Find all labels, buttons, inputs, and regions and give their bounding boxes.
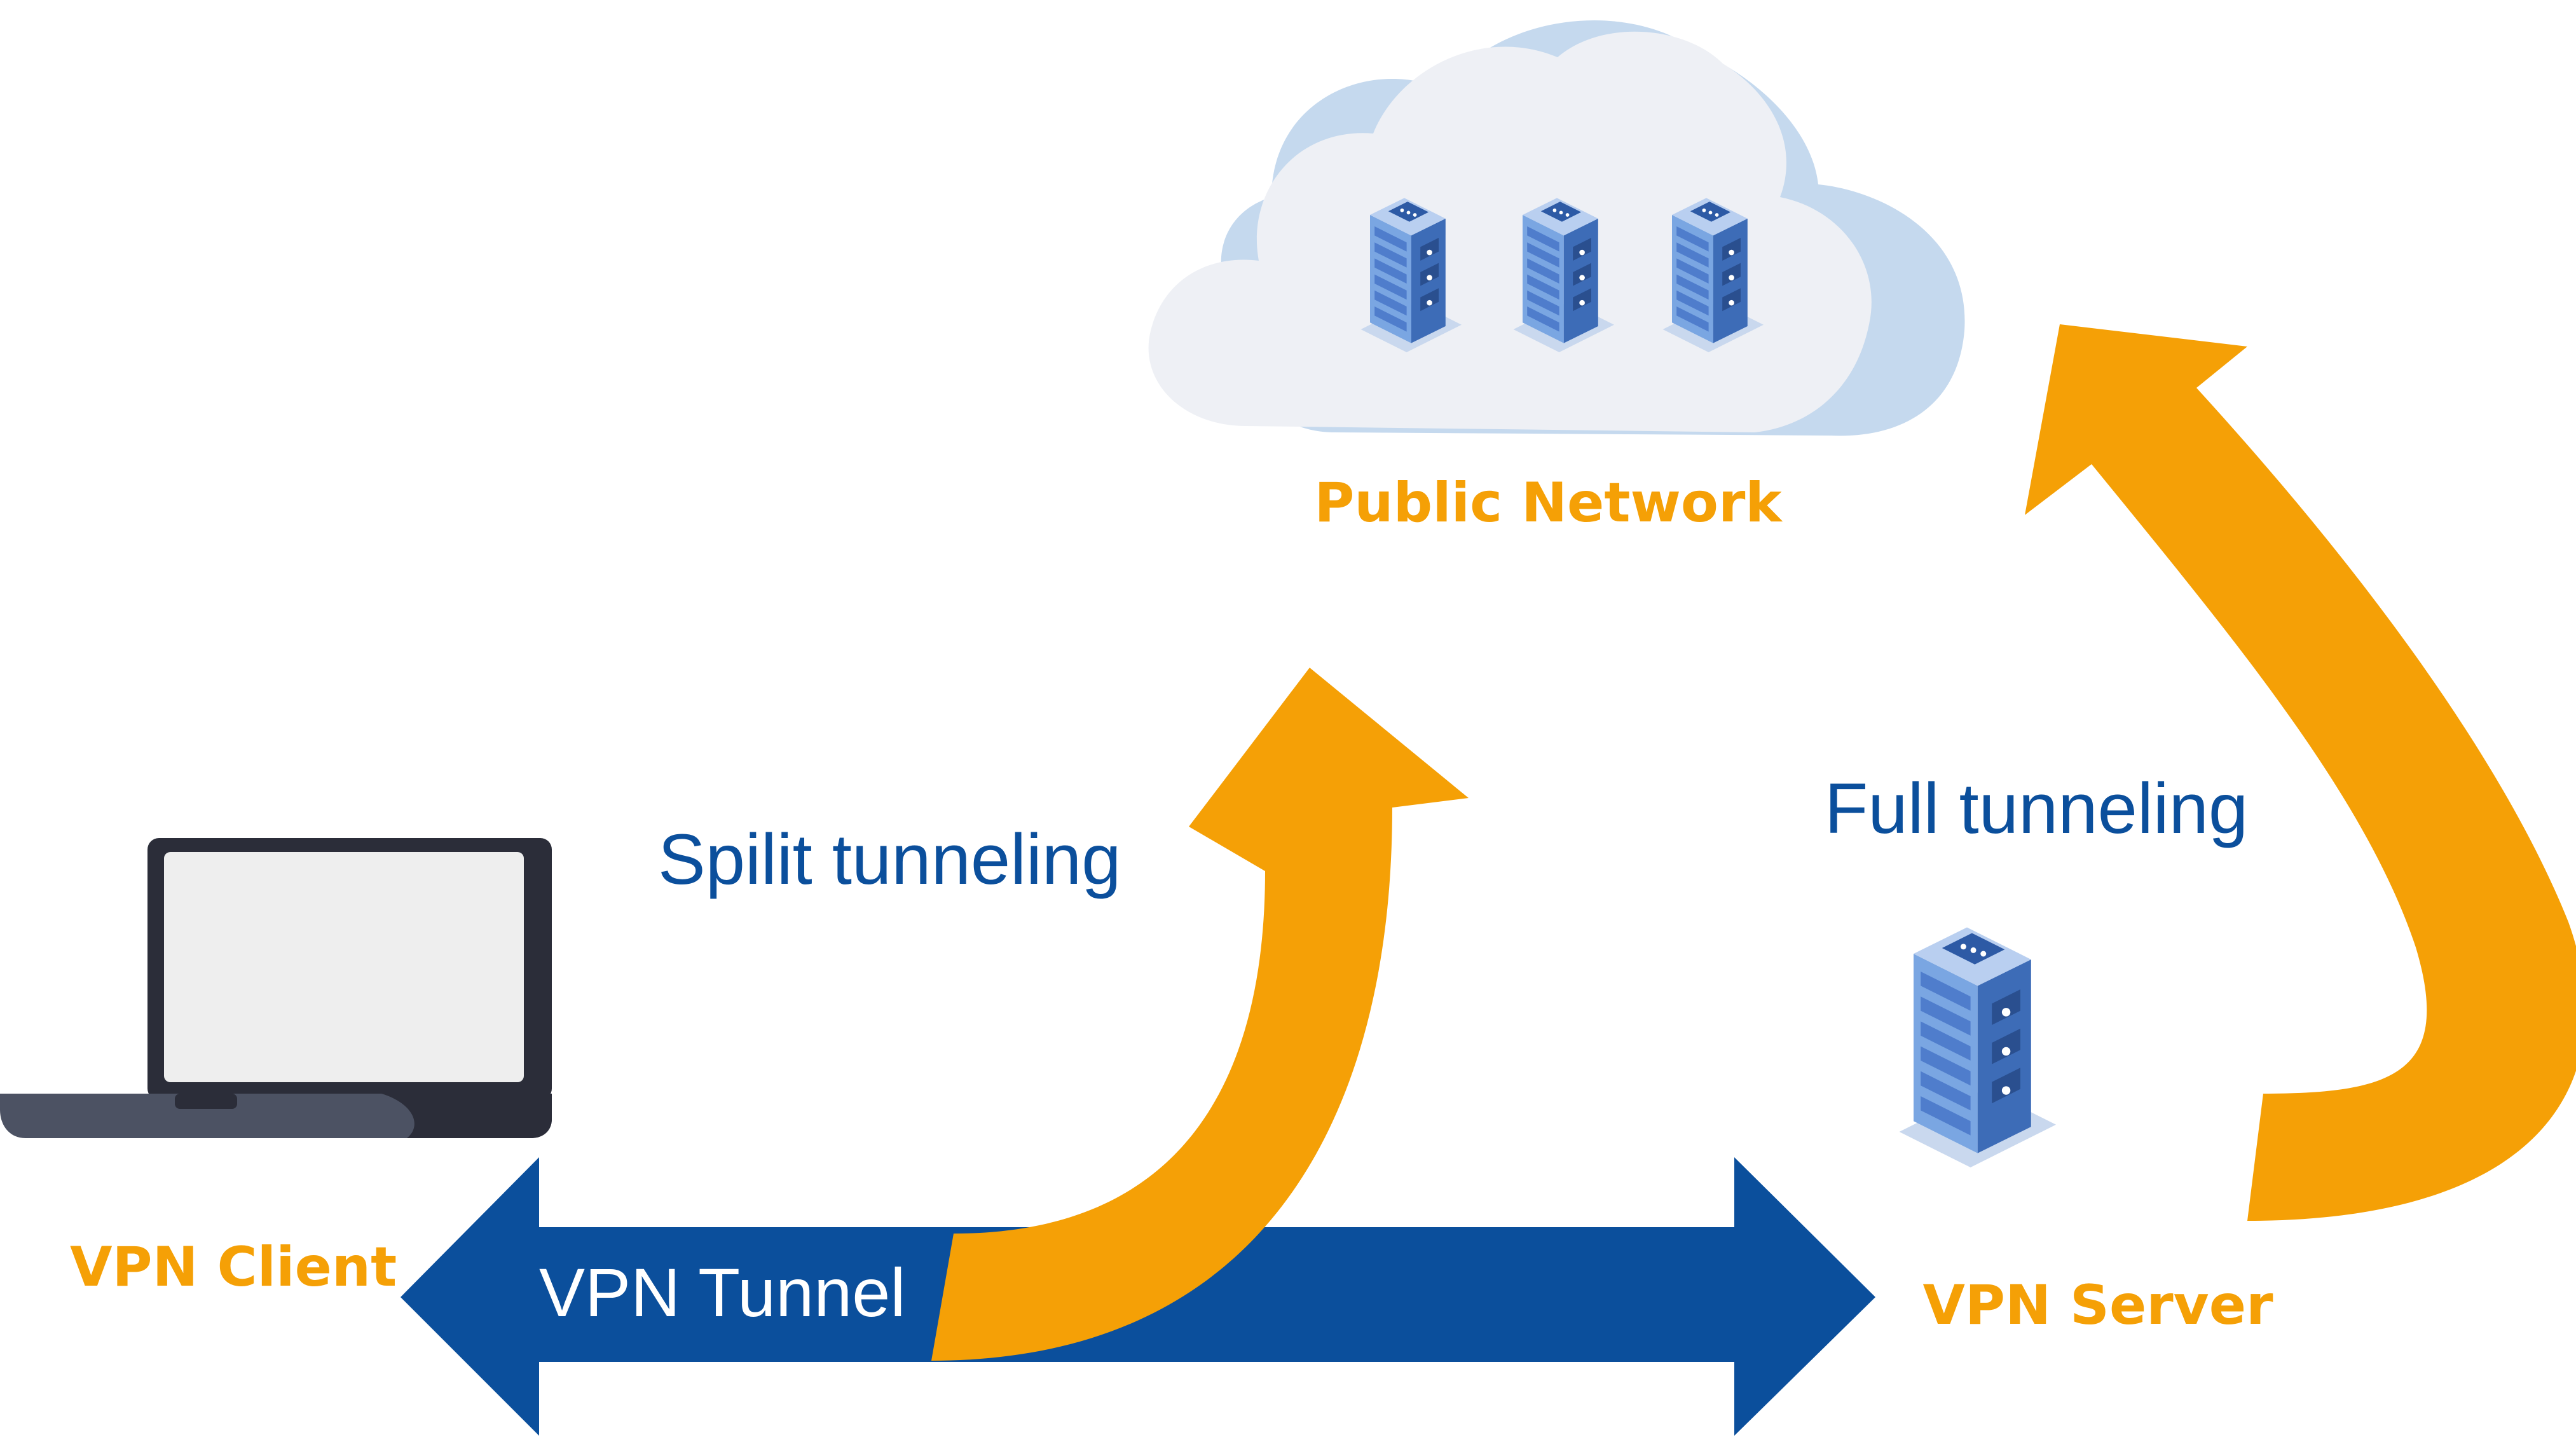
vpn-server-label: VPN Server — [1923, 1274, 2274, 1337]
split-tunneling-label: Spilit tunneling — [658, 820, 1121, 899]
vpn-tunnel-label: VPN Tunnel — [539, 1254, 905, 1331]
vpn-client-label: VPN Client — [70, 1235, 397, 1299]
public-network-label: Public Network — [1314, 471, 1783, 535]
server-rack-icon — [1899, 927, 2056, 1167]
laptop-icon — [0, 838, 552, 1138]
full-tunneling-label: Full tunneling — [1825, 769, 2248, 848]
split-tunneling-arrow — [931, 668, 1469, 1361]
full-tunneling-arrow — [2025, 324, 2576, 1221]
